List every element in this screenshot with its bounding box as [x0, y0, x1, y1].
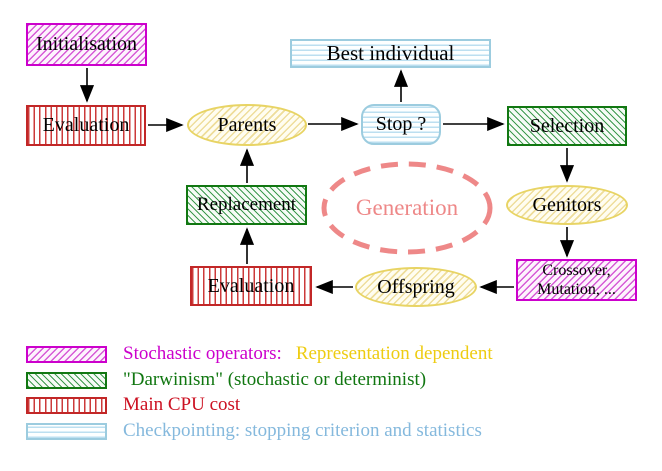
node-initialisation-label: Initialisation — [35, 33, 138, 55]
node-crossover-line1: Crossover, — [542, 262, 611, 279]
legend-swatch-cpu — [26, 397, 107, 414]
node-stop-label: Stop ? — [375, 113, 427, 135]
node-parents: Parents — [187, 104, 307, 146]
node-evaluation-bottom: Evaluation — [190, 266, 312, 306]
node-crossover-line2: Mutation, ... — [537, 281, 616, 298]
legend-swatch-stochastic — [26, 346, 107, 363]
legend-swatch-checkpointing — [26, 423, 107, 440]
node-evaluation-top-label: Evaluation — [42, 114, 130, 136]
node-genitors-label: Genitors — [532, 193, 602, 216]
legend-swatch-darwinism — [26, 372, 107, 389]
node-selection: Selection — [507, 106, 627, 146]
node-initialisation: Initialisation — [26, 23, 147, 66]
node-selection-label: Selection — [529, 114, 605, 137]
node-offspring-label: Offspring — [377, 275, 455, 298]
node-replacement: Replacement — [186, 185, 307, 225]
node-offspring: Offspring — [355, 267, 477, 307]
legend-item-stochastic: Stochastic operators: Representation depe… — [123, 343, 493, 365]
legend-item-checkpointing: Checkpointing: stopping criterion and st… — [123, 420, 482, 441]
generation-label: Generation — [355, 195, 459, 220]
node-genitors: Genitors — [506, 185, 628, 225]
legend-item-darwinism: "Darwinism" (stochastic or determinist) — [123, 369, 427, 390]
node-crossover-mutation: Crossover, Mutation, ... — [516, 259, 637, 301]
node-replacement-label: Replacement — [196, 194, 297, 216]
legend-stochastic-suffix: Representation dependent — [295, 343, 493, 364]
legend-item-cpu: Main CPU cost — [123, 394, 241, 415]
node-parents-label: Parents — [217, 113, 277, 136]
node-evaluation-top: Evaluation — [26, 105, 146, 146]
node-stop: Stop ? — [361, 104, 441, 145]
node-best-individual: Best individual — [290, 39, 491, 68]
legend-stochastic-label: Stochastic operators: — [123, 343, 282, 364]
node-best-individual-label: Best individual — [326, 41, 455, 66]
node-evaluation-bottom-label: Evaluation — [207, 274, 295, 297]
